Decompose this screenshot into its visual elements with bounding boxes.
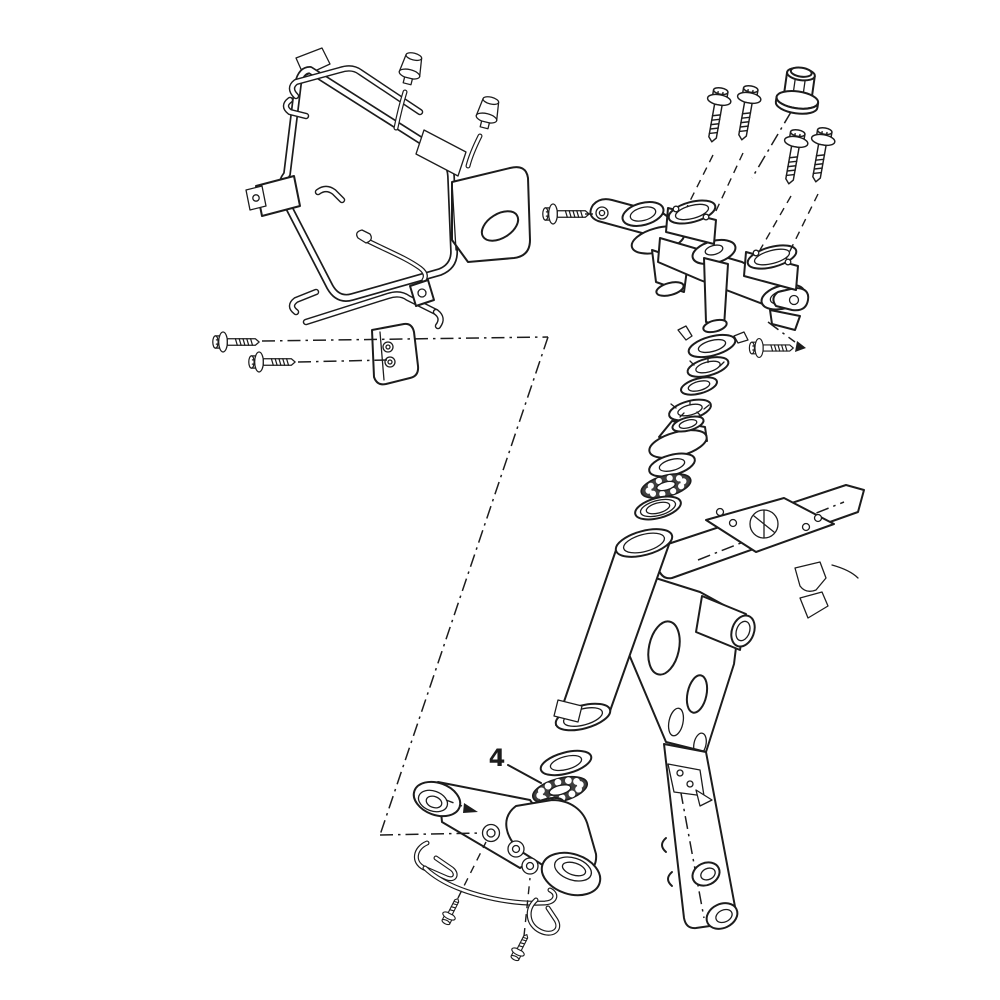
frame-downtube bbox=[661, 743, 739, 930]
under-bracket-screws bbox=[438, 841, 534, 964]
lock-washer bbox=[677, 325, 749, 359]
handlebar-holders bbox=[665, 199, 799, 291]
upper-bracket-crown bbox=[589, 198, 810, 334]
engine-mount-boss bbox=[691, 861, 721, 887]
frame bbox=[553, 484, 865, 930]
grommet bbox=[473, 94, 503, 131]
holder-bolt bbox=[803, 125, 838, 185]
grommet bbox=[396, 50, 426, 87]
stay-wing-plate bbox=[451, 166, 531, 263]
fork-pinch-bolt bbox=[748, 321, 806, 359]
dust-seal bbox=[539, 749, 593, 777]
stay-lower-tubes bbox=[288, 288, 444, 330]
holder-bolt bbox=[699, 85, 734, 145]
frame-bracket-plate bbox=[705, 497, 835, 553]
guide-screw bbox=[507, 930, 534, 964]
frame-tabs bbox=[794, 561, 859, 619]
stay-left-lug bbox=[245, 175, 346, 217]
dust-cover bbox=[648, 415, 708, 459]
steering-stem-nut bbox=[774, 66, 820, 115]
under-bracket bbox=[412, 780, 602, 897]
headlight-stay-grommets bbox=[393, 50, 503, 169]
plain-washer bbox=[680, 376, 718, 396]
head-pipe-collar bbox=[553, 699, 583, 723]
holder-bolt bbox=[729, 83, 764, 143]
construction-lines bbox=[261, 111, 792, 836]
guide-screw bbox=[438, 894, 465, 928]
engine-mount-boss bbox=[705, 902, 739, 930]
holder-bolt bbox=[776, 127, 811, 187]
stay-mount-bolts bbox=[212, 331, 296, 373]
upper-steering-bearing bbox=[640, 473, 692, 499]
cable-guides bbox=[414, 840, 561, 936]
insert-arrow bbox=[463, 803, 478, 813]
callout-4: 4 bbox=[489, 744, 542, 784]
headlight-stay bbox=[245, 47, 531, 386]
stay-bolt bbox=[212, 331, 260, 353]
stay-upper-tubes bbox=[282, 65, 467, 177]
bearing-race bbox=[634, 495, 682, 521]
ring-nut bbox=[686, 356, 730, 378]
crown-pinch-bolt bbox=[542, 203, 590, 225]
frame-cross-tube bbox=[695, 595, 756, 651]
handlebar-holder-bolts bbox=[686, 83, 838, 260]
steering-head-pipe bbox=[553, 528, 674, 732]
stem-part-stack bbox=[634, 325, 749, 521]
stay-bolt bbox=[248, 351, 296, 373]
stay-harness-wire bbox=[356, 229, 428, 283]
crown-pinch-lug bbox=[769, 309, 801, 331]
callout-leader bbox=[507, 764, 542, 784]
callout-number: 4 bbox=[489, 744, 506, 772]
